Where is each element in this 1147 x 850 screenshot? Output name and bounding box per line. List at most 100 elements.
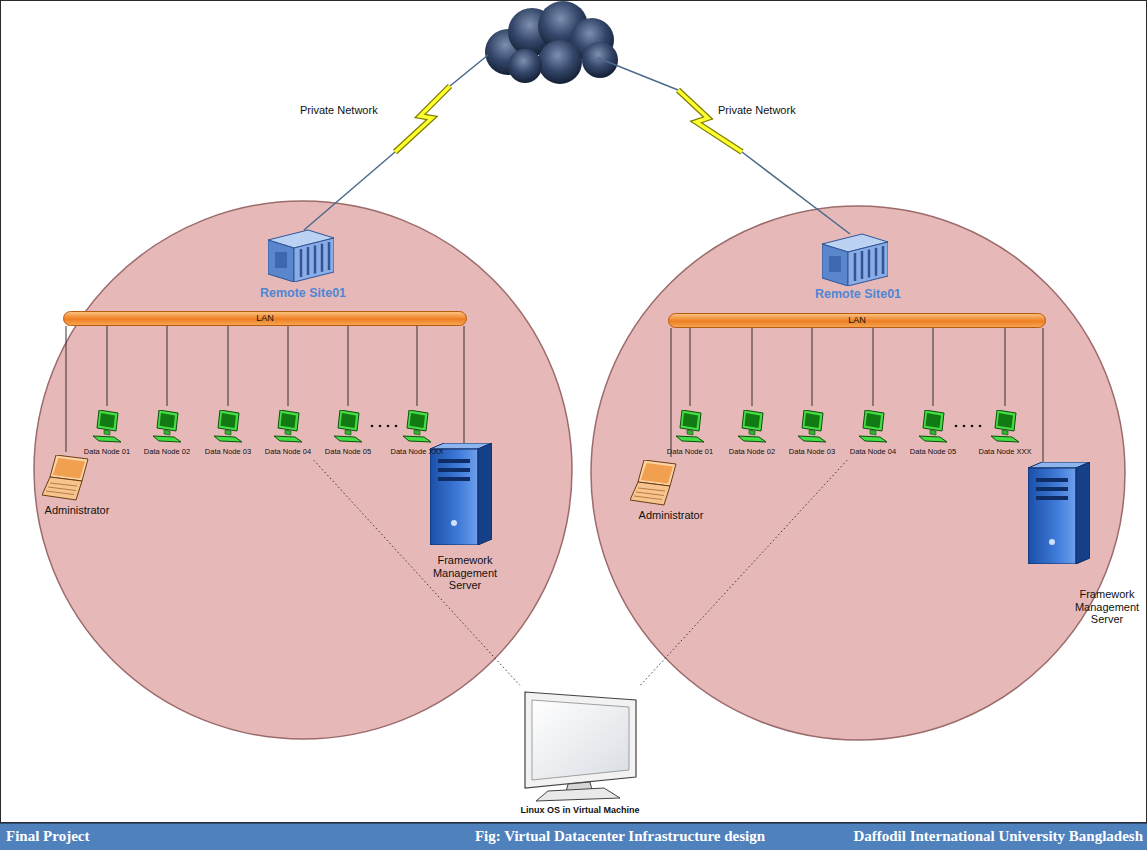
computer-icon bbox=[919, 410, 947, 442]
lan-drop-line bbox=[690, 328, 691, 406]
virtual-link bbox=[640, 460, 847, 685]
lan-drop-line bbox=[873, 328, 874, 406]
data-node-label: Data Node 02 bbox=[729, 448, 775, 457]
dot bbox=[387, 425, 390, 428]
dot bbox=[963, 425, 966, 428]
lan-drop-line bbox=[66, 326, 67, 452]
lan-drop-line bbox=[464, 326, 465, 443]
data-node-label: Data Node 03 bbox=[205, 448, 251, 457]
lan-drop-line bbox=[1005, 328, 1006, 406]
dot bbox=[395, 425, 398, 428]
computer-icon bbox=[214, 410, 242, 442]
footer-rule bbox=[0, 823, 1147, 824]
management-server-label: Framework Management Server bbox=[427, 554, 503, 592]
computer-icon bbox=[676, 410, 704, 442]
data-node-label: Data Node 04 bbox=[850, 448, 896, 457]
computer-icon bbox=[738, 410, 766, 442]
network-label-slot: Private Network bbox=[718, 100, 796, 118]
footer-bar bbox=[0, 823, 1147, 850]
link-line bbox=[742, 152, 850, 234]
admin-laptop-label: Administrator bbox=[639, 509, 704, 522]
site-region-label: Remote Site01 bbox=[815, 287, 901, 301]
computer-icon bbox=[93, 410, 121, 442]
computer-icon bbox=[798, 410, 826, 442]
data-node-label: Data Node XXX bbox=[391, 448, 444, 457]
monitor-bezel bbox=[525, 692, 636, 788]
lan-drop-line bbox=[288, 326, 289, 406]
lan-drop-line bbox=[671, 328, 672, 457]
data-node-label: Data Node 05 bbox=[910, 448, 956, 457]
link-line bbox=[450, 55, 488, 86]
server-icon bbox=[1028, 462, 1090, 564]
lan-drop-line bbox=[167, 326, 168, 406]
laptop-icon bbox=[42, 455, 88, 500]
monitor-base bbox=[536, 788, 620, 801]
private-link bbox=[304, 55, 850, 234]
computer-icon bbox=[334, 410, 362, 442]
footer-right-slot: Daffodil International University Bangla… bbox=[743, 827, 1143, 845]
data-node-label: Data Node 03 bbox=[789, 448, 835, 457]
server-icon bbox=[430, 443, 492, 545]
cloud bbox=[485, 1, 618, 84]
data-node-label: Data Node 01 bbox=[667, 448, 713, 457]
laptop-icon bbox=[630, 460, 676, 505]
figure-caption-slot: Fig: Virtual Datacenter Infrastructure d… bbox=[420, 827, 820, 845]
lan-drop-line bbox=[228, 326, 229, 406]
router-icon bbox=[822, 234, 888, 286]
dot bbox=[379, 425, 382, 428]
computer-icon bbox=[991, 410, 1019, 442]
dot bbox=[955, 425, 958, 428]
data-node-label: Data Node XXX bbox=[979, 448, 1032, 457]
lan-bus: LAN bbox=[668, 313, 1046, 328]
lightning-outline bbox=[395, 86, 450, 152]
lan-drop-line bbox=[933, 328, 934, 406]
link-line bbox=[304, 152, 395, 230]
dot bbox=[971, 425, 974, 428]
footer-right: Daffodil International University Bangla… bbox=[853, 828, 1143, 845]
lan-drop-line bbox=[812, 328, 813, 406]
computer-icon bbox=[274, 410, 302, 442]
lan-drop-line bbox=[417, 326, 418, 406]
site-circle bbox=[34, 201, 572, 739]
lan-drop-line bbox=[107, 326, 108, 406]
cloud-puff bbox=[508, 49, 542, 83]
link-line bbox=[598, 58, 678, 90]
monitor-icon bbox=[525, 692, 636, 801]
cloud-puff bbox=[582, 42, 618, 78]
site-region-label: Remote Site01 bbox=[260, 286, 346, 300]
lan-bus-label: LAN bbox=[256, 314, 274, 323]
lan-drop-line bbox=[348, 326, 349, 406]
management-server-label: Framework Management Server bbox=[1071, 588, 1143, 626]
footer-left-slot: Final Project bbox=[6, 827, 89, 845]
lan-bus-label: LAN bbox=[848, 316, 866, 325]
monitor-screen bbox=[532, 700, 629, 780]
lightning-bolt bbox=[678, 90, 742, 152]
computer-icon bbox=[403, 410, 431, 442]
dot bbox=[979, 425, 982, 428]
footer-left: Final Project bbox=[6, 828, 89, 845]
lan-drop-line bbox=[752, 328, 753, 406]
admin-laptop-label: Administrator bbox=[45, 504, 110, 517]
network-label-slot: Private Network bbox=[300, 100, 378, 118]
dot bbox=[371, 425, 374, 428]
site-circle bbox=[591, 206, 1125, 740]
network-label: Private Network bbox=[300, 104, 378, 117]
lan-drop-line bbox=[1043, 328, 1044, 462]
computer-icon bbox=[859, 410, 887, 442]
computer-icon bbox=[153, 410, 181, 442]
router-icon bbox=[268, 230, 334, 282]
data-node-label: Data Node 01 bbox=[84, 448, 130, 457]
data-node-label: Data Node 04 bbox=[265, 448, 311, 457]
figure-caption: Fig: Virtual Datacenter Infrastructure d… bbox=[475, 828, 765, 845]
data-node-label: Data Node 02 bbox=[144, 448, 190, 457]
network-label: Private Network bbox=[718, 104, 796, 117]
data-node-label: Data Node 05 bbox=[325, 448, 371, 457]
ellipsis-dots bbox=[371, 425, 982, 428]
lan-bus: LAN bbox=[63, 311, 467, 326]
cloud-puff bbox=[538, 40, 582, 84]
vm-monitor-label: Linux OS in Virtual Machine bbox=[521, 805, 640, 815]
frame bbox=[1, 1, 1147, 823]
lightning-outline bbox=[678, 90, 742, 152]
